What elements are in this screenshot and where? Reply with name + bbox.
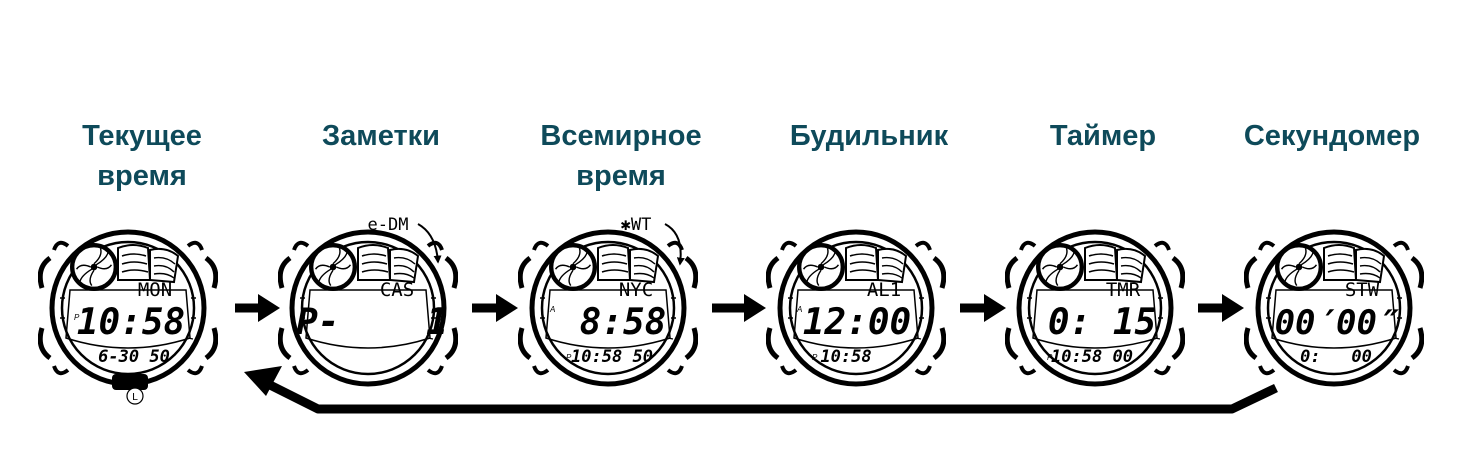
mode-title-timer: Таймер [1049,120,1157,152]
watch-sub-indicator: P [566,353,572,362]
watch-left-indicator: A [549,305,555,314]
fan-logo-icon [1277,245,1321,289]
watch-main-display: 00′00″ [1275,303,1399,343]
right-arrow-icon [712,294,766,322]
watch-main-display: P- 1 [296,302,448,343]
watch-stopwatch: STW 00′00″ 0: 00 [1246,232,1422,384]
mode-title-stopwatch: Секундомер [1243,120,1421,152]
mode-title-memo: Заметки [321,120,441,152]
watch-mode-label: MON [138,279,172,301]
light-button-icon [112,374,148,390]
callout-label: e-DM [368,215,409,235]
watch-mode-label: AL1 [867,279,901,301]
right-arrow-icon [472,294,518,322]
return-arrow-icon [244,366,1278,414]
watch-mode-label: TMR [1106,279,1141,301]
watch-sub-display: 6-30 50 [98,347,170,367]
fan-logo-icon [799,245,843,289]
mode-title-current-time: Текущее время [82,120,202,192]
watch-mode-label: CAS [380,279,414,301]
watch-world-time: NYC A 8:58 P 10:58 50 ✱WT [520,215,696,384]
watch-mode-label: NYC [619,279,653,301]
fan-logo-icon [72,245,116,289]
fan-logo-icon [1038,245,1082,289]
watch-left-indicator: P [74,313,80,322]
watch-current-time: MON P 10:58 6-30 50 L [40,232,216,405]
fan-logo-icon [551,245,595,289]
right-arrow-icon [960,294,1006,322]
watch-timer: TMR 0: 15 P 10:58 00 [1007,232,1183,384]
watch-main-display: 0: 15 [1048,302,1156,343]
watch-sub-indicator: P [812,353,818,362]
watch-left-indicator: A [796,305,802,314]
watch-main-display: 12:00 [803,302,911,343]
watch-alarm: AL1 A 12:00 P 10:58 [768,232,944,384]
watch-sub-display: 0: 00 [1300,347,1372,367]
watch-memo: CAS P- 1 e-DM [280,215,456,384]
fan-logo-icon [311,245,355,289]
watch-sub-display: 10:58 00 [1051,347,1133,367]
mode-title-alarm: Будильник [789,120,949,152]
light-button-label: L [132,392,138,403]
mode-title-world-time: Всемирное время [540,120,702,192]
right-arrow-icon [235,294,280,322]
watch-main-display: 8:58 [580,302,667,343]
watch-main-display: 10:58 [77,302,185,343]
watch-mode-label: STW [1345,279,1380,301]
right-arrow-icon [1198,294,1244,322]
callout-label: ✱WT [621,215,652,235]
watch-sub-indicator: P [1047,353,1053,362]
watch-sub-display: 10:58 50 [571,347,653,367]
watch-sub-display: 10:58 [820,347,871,367]
